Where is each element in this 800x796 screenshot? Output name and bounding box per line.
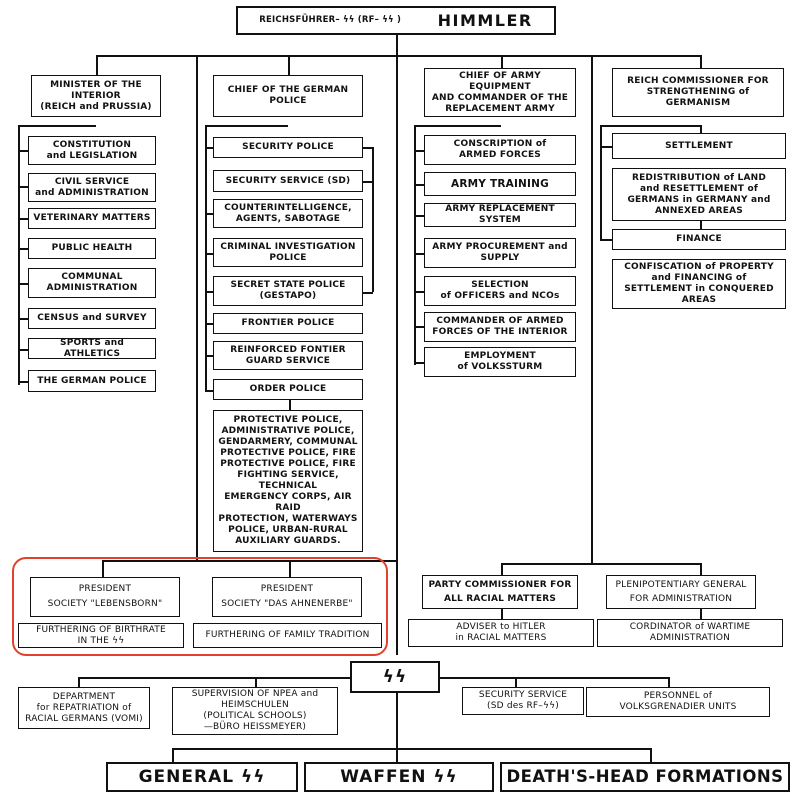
col1-item: VETERINARY MATTERS — [28, 208, 156, 229]
col1-item: CONSTITUTION and LEGISLATION — [28, 136, 156, 165]
col1-header: MINISTER OF THE INTERIOR (REICH and PRUS… — [31, 75, 161, 117]
col4-item: CONFISCATION of PROPERTY and FINANCING o… — [612, 259, 786, 309]
col2-item: REINFORCED FONTIER GUARD SERVICE — [213, 341, 363, 370]
party-commissioner-box: PARTY COMMISSIONER FOR ALL RACIAL MATTER… — [422, 575, 578, 609]
col4-item: FINANCE — [612, 229, 786, 250]
col2-item: SECRET STATE POLICE (GESTAPO) — [213, 276, 363, 306]
tradition-box: FURTHERING OF FAMILY TRADITION — [193, 623, 382, 648]
col2-item: SECURITY SERVICE (SD) — [213, 170, 363, 192]
birthrate-box: FURTHERING OF BIRTHRATE IN THE ϟϟ — [18, 623, 184, 648]
col3-item: ARMY REPLACEMENT SYSTEM — [424, 203, 576, 227]
col3-item: EMPLOYMENT of VOLKSSTURM — [424, 347, 576, 377]
deaths-head-box: DEATH'S-HEAD FORMATIONS — [500, 762, 790, 792]
col2-header: CHIEF OF THE GERMAN POLICE — [213, 75, 363, 117]
col2-item: SECURITY POLICE — [213, 137, 363, 158]
col3-item: COMMANDER OF ARMED FORCES OF THE INTERIO… — [424, 312, 576, 342]
col3-header: CHIEF OF ARMY EQUIPMENT AND COMMANDER OF… — [424, 68, 576, 117]
ss-symbol-box: ϟϟ — [350, 661, 440, 693]
reichsfuehrer-label: REICHSFÜHRER– ϟϟ (RF– ϟϟ ) — [259, 15, 402, 25]
top-box-himmler: REICHSFÜHRER– ϟϟ (RF– ϟϟ ) HIMMLER — [236, 6, 556, 35]
col1-item: CENSUS and SURVEY — [28, 308, 156, 329]
col4-item: REDISTRIBUTION of LAND and RESETTLEMENT … — [612, 168, 786, 221]
col3-item: ARMY PROCUREMENT and SUPPLY — [424, 238, 576, 268]
col2-item: FRONTIER POLICE — [213, 313, 363, 334]
col3-item: ARMY TRAINING — [424, 172, 576, 196]
sd-box: SECURITY SERVICE (SD des RF–ϟϟ) — [462, 687, 584, 715]
personnel-box: PERSONNEL of VOLKSGRENADIER UNITS — [586, 687, 770, 717]
general-ss-box: GENERAL ϟϟ — [106, 762, 298, 792]
waffen-ss-box: WAFFEN ϟϟ — [304, 762, 494, 792]
npea-box: SUPERVISION OF NPEA and HEIMSCHULEN (POL… — [172, 687, 338, 735]
lebensborn-box: PRESIDENT SOCIETY "LEBENSBORN" — [30, 577, 180, 617]
col1-item: COMMUNAL ADMINISTRATION — [28, 268, 156, 298]
ahnenerbe-box: PRESIDENT SOCIETY "DAS AHNENERBE" — [212, 577, 362, 617]
order-police-detail: PROTECTIVE POLICE, ADMINISTRATIVE POLICE… — [213, 410, 363, 552]
col1-item: THE GERMAN POLICE — [28, 370, 156, 392]
adviser-box: ADVISER to HITLER in RACIAL MATTERS — [408, 619, 594, 647]
col2-item: CRIMINAL INVESTIGATION POLICE — [213, 238, 363, 267]
highlight-frame — [12, 557, 388, 656]
col1-item: PUBLIC HEALTH — [28, 238, 156, 259]
col3-item: CONSCRIPTION of ARMED FORCES — [424, 135, 576, 165]
himmler-title: HIMMLER — [437, 11, 533, 30]
col3-item: SELECTION of OFFICERS and NCOs — [424, 276, 576, 306]
col2-item: ORDER POLICE — [213, 379, 363, 400]
col2-item: COUNTERINTELLIGENCE, AGENTS, SABOTAGE — [213, 199, 363, 228]
plenipotentiary-box: PLENIPOTENTIARY GENERAL FOR ADMINISTRATI… — [606, 575, 756, 609]
col1-item: CIVIL SERVICE and ADMINISTRATION — [28, 173, 156, 202]
repatriation-box: DEPARTMENT for REPATRIATION of RACIAL GE… — [18, 687, 150, 729]
col4-header: REICH COMMISSIONER FOR STRENGTHENING of … — [612, 68, 784, 117]
col1-item: SPORTS and ATHLETICS — [28, 338, 156, 359]
col4-item: SETTLEMENT — [612, 133, 786, 159]
coordinator-box: CORDINATOR of WARTIME ADMINISTRATION — [597, 619, 783, 647]
